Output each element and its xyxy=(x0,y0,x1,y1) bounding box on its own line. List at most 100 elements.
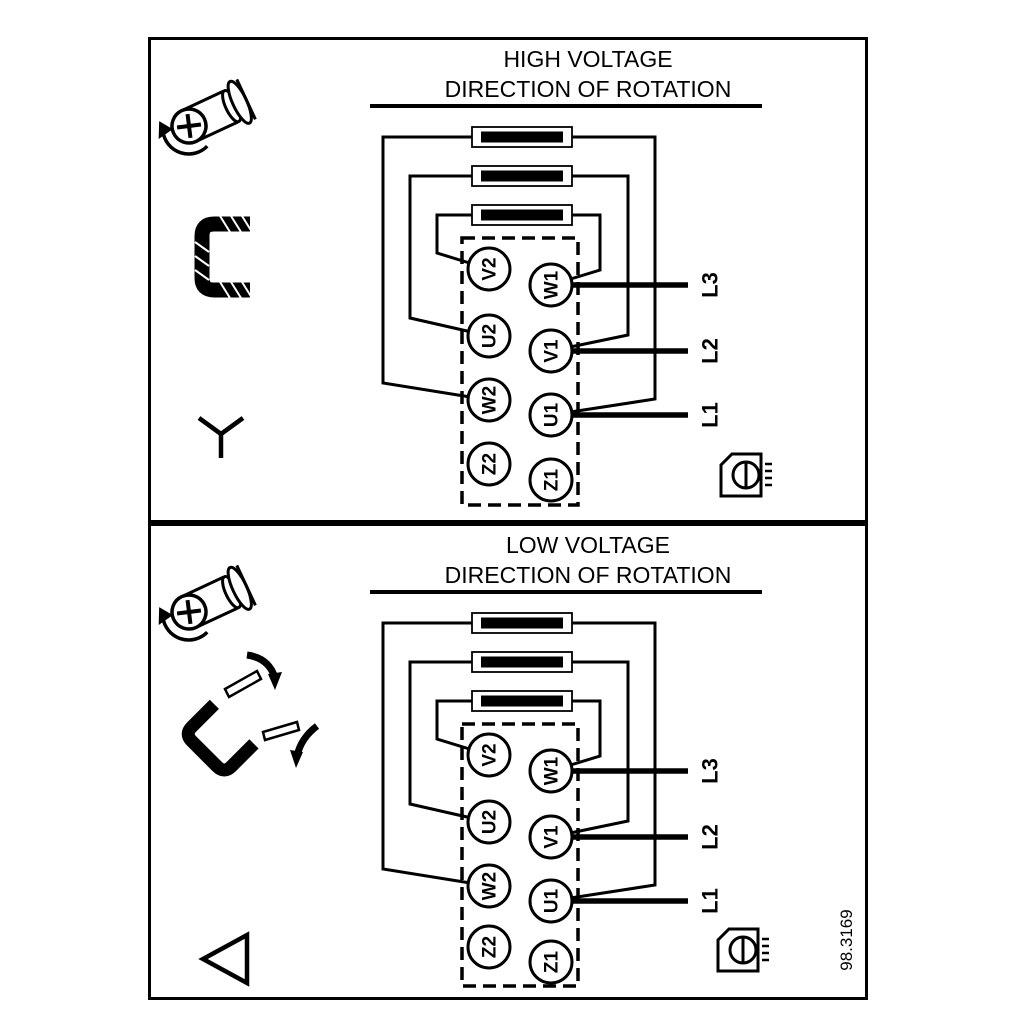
cover-screw-rotation-icon xyxy=(158,564,257,642)
panel-high-voltage: HIGH VOLTAGE DIRECTION OF ROTATION xyxy=(148,37,868,523)
terminal-circle xyxy=(528,748,574,794)
supply-label-l1: L1 xyxy=(698,402,723,428)
terminal-label: U2 xyxy=(480,324,501,348)
terminal-z2: Z2 xyxy=(466,441,512,487)
phillips-cross xyxy=(176,599,202,625)
jumper-half xyxy=(223,669,263,699)
jumper-bar xyxy=(481,695,563,707)
terminal-label: V1 xyxy=(542,825,563,849)
terminal-label: Z2 xyxy=(480,453,501,475)
supply-label-l2: L2 xyxy=(698,824,723,850)
high-voltage-diagram: HIGH VOLTAGE DIRECTION OF ROTATION xyxy=(158,46,772,507)
panel-title-line1: LOW VOLTAGE xyxy=(506,532,670,558)
supply-line-wires xyxy=(551,282,688,418)
jumper-bar xyxy=(481,656,563,668)
terminal-circle xyxy=(528,878,574,924)
terminal-circle xyxy=(466,441,512,487)
supply-label-l2: L2 xyxy=(698,338,723,364)
phillips-cross xyxy=(176,113,202,139)
terminal-circle xyxy=(528,814,574,860)
terminal-label: W2 xyxy=(480,872,501,901)
terminal-label: Z1 xyxy=(542,468,563,491)
panel-title-line2: DIRECTION OF ROTATION xyxy=(445,76,732,102)
terminal-label: U1 xyxy=(542,888,563,913)
terminal-circle xyxy=(466,313,512,359)
wire-u2-v1 xyxy=(408,174,630,353)
terminal-u2: U2 xyxy=(466,313,512,359)
jumper-bars xyxy=(471,612,573,712)
terminal-label: V1 xyxy=(542,339,563,363)
terminal-w1: W1 xyxy=(528,262,574,308)
terminal-circle xyxy=(466,799,512,845)
jumper-half xyxy=(261,720,301,742)
terminal-z1: Z1 xyxy=(528,939,574,985)
supply-label-l3: L3 xyxy=(698,758,723,784)
jumper-bar xyxy=(481,209,563,221)
terminal-z1: Z1 xyxy=(528,457,574,503)
terminal-label: U1 xyxy=(542,402,563,427)
rotation-arrowhead xyxy=(158,121,173,140)
terminal-label: Z2 xyxy=(480,936,501,958)
terminal-label: V2 xyxy=(480,257,501,280)
jumper-bar xyxy=(481,131,563,143)
terminal-board: V2 U2 W2 Z2 W1 xyxy=(466,246,574,503)
terminal-u1: U1 xyxy=(528,878,574,924)
terminal-circle xyxy=(528,262,574,308)
wire-u2-v1 xyxy=(408,660,630,839)
terminal-circle xyxy=(466,246,512,292)
thread-marks xyxy=(762,937,769,962)
jumper-link-icon xyxy=(194,215,253,299)
terminal-label: W1 xyxy=(542,270,563,299)
terminal-label: W1 xyxy=(542,756,563,785)
jumper-reposition-icon xyxy=(181,651,320,777)
cover-screw-rotation-icon xyxy=(158,78,257,156)
jumper-bars xyxy=(471,126,573,226)
figure-number: 98.3169 xyxy=(837,909,856,970)
hatching xyxy=(194,215,253,299)
star-connection-icon xyxy=(197,416,245,458)
terminal-v2: V2 xyxy=(466,732,512,778)
terminal-v1: V1 xyxy=(528,814,574,860)
terminal-u2: U2 xyxy=(466,799,512,845)
thread-marks xyxy=(765,462,772,487)
low-voltage-diagram: LOW VOLTAGE DIRECTION OF ROTATION xyxy=(158,532,856,988)
title-underline xyxy=(370,104,762,108)
rotation-arrow xyxy=(161,131,209,156)
terminal-w1: W1 xyxy=(528,748,574,794)
supply-label-l3: L3 xyxy=(698,272,723,298)
terminal-label: U2 xyxy=(480,810,501,834)
terminal-circle xyxy=(466,924,512,970)
terminal-label: W2 xyxy=(480,386,501,415)
terminal-screw-icon xyxy=(719,452,772,498)
terminal-v1: V1 xyxy=(528,328,574,374)
terminal-circle xyxy=(466,732,512,778)
panel-title-line1: HIGH VOLTAGE xyxy=(503,46,672,72)
terminal-circle xyxy=(466,377,512,423)
terminal-w2: W2 xyxy=(466,863,512,909)
delta-connection-icon xyxy=(198,931,250,987)
panel-title-line2: DIRECTION OF ROTATION xyxy=(445,562,732,588)
title-underline xyxy=(370,590,762,594)
terminal-board-outline xyxy=(460,722,580,988)
terminal-circle xyxy=(528,328,574,374)
terminal-w2: W2 xyxy=(466,377,512,423)
terminal-board: V2 U2 W2 Z2 W1 xyxy=(466,732,574,985)
terminal-label: Z1 xyxy=(542,950,563,973)
terminal-board-outline xyxy=(460,236,580,507)
terminal-circle xyxy=(528,392,574,438)
terminal-circle xyxy=(528,457,574,503)
terminal-circle xyxy=(466,863,512,909)
terminal-label: V2 xyxy=(480,743,501,766)
terminal-u1: U1 xyxy=(528,392,574,438)
terminal-z2: Z2 xyxy=(466,924,512,970)
move-arrowhead xyxy=(268,672,282,690)
supply-label-l1: L1 xyxy=(698,888,723,914)
supply-line-wires xyxy=(551,768,688,904)
rotation-arrowhead xyxy=(158,607,173,626)
terminal-v2: V2 xyxy=(466,246,512,292)
jumper-bar xyxy=(481,617,563,629)
rotation-arrow xyxy=(161,617,209,642)
terminal-screw-icon xyxy=(716,927,769,973)
move-arrowhead xyxy=(290,750,303,768)
